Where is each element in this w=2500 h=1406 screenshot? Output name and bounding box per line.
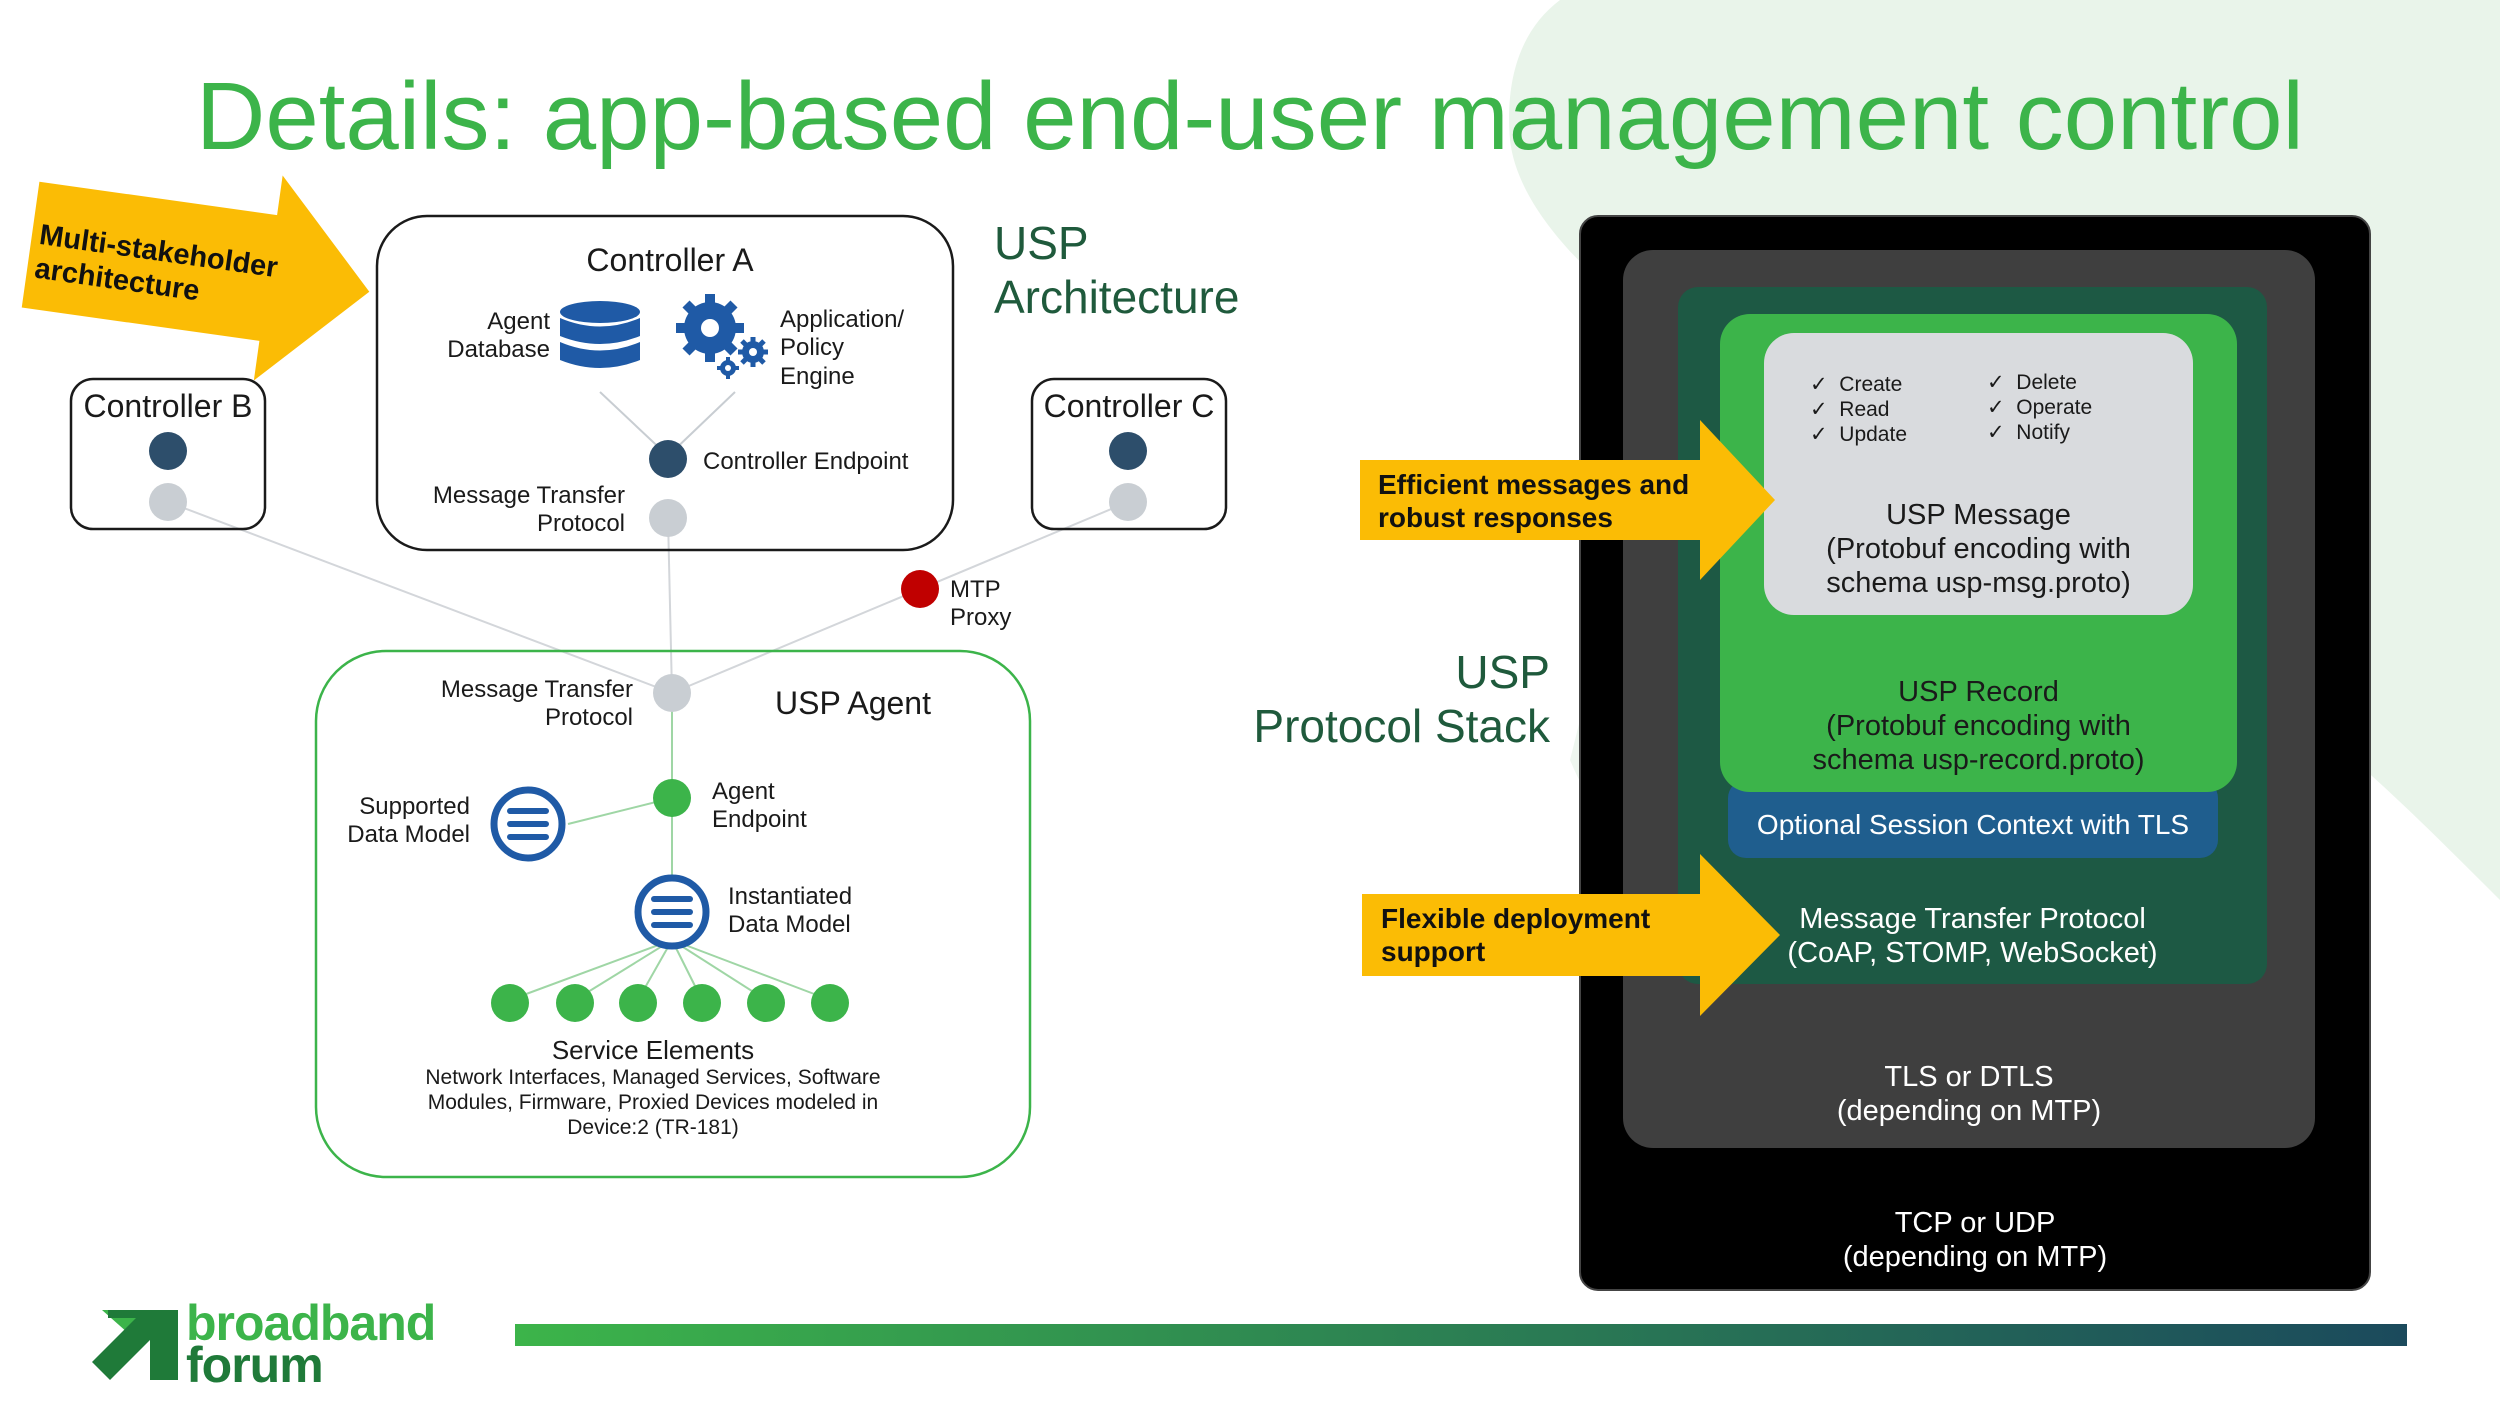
operation-item: ✓ Delete <box>1987 371 2077 394</box>
connector-lines <box>167 501 1129 694</box>
controller-endpoint-label: Controller Endpoint <box>703 448 909 475</box>
operation-item: ✓ Notify <box>1987 421 2070 444</box>
mtp-proxy-node <box>901 570 939 608</box>
agent-database-label: Agent Database <box>447 308 550 364</box>
stack-mtp-label: Message Transfer Protocol (CoAP, STOMP, … <box>1787 903 2158 970</box>
controller-a-mtp-label: Message Transfer Protocol <box>432 482 625 538</box>
controller-b-mtp <box>149 483 187 521</box>
agent-endpoint-node <box>653 779 691 817</box>
controller-c-box <box>1030 377 1228 531</box>
operations-left-list: ✓ Create ✓ Read ✓ Update <box>1810 372 1907 447</box>
agent-mtp-node <box>653 674 691 712</box>
operation-item: ✓ Create <box>1810 373 1903 396</box>
stack-tcp-label: TCP or UDP (depending on MTP) <box>1842 1207 2108 1274</box>
operations-right-list: ✓ Delete ✓ Operate ✓ Notify <box>1987 370 2092 445</box>
usp-record-label: USP Record (Protobuf encoding with schem… <box>1812 676 2145 777</box>
efficient-messages-arrow <box>1360 420 1775 580</box>
usp-agent-title: USP Agent <box>775 685 931 721</box>
stack-tls-label: TLS or DTLS (depending on MTP) <box>1836 1061 2102 1128</box>
service-elements-title: Service Elements <box>551 1035 755 1065</box>
app-policy-engine-label: Application/ Policy Engine <box>780 306 905 390</box>
controller-a-title: Controller A <box>586 242 754 278</box>
session-context-label: Optional Session Context with TLS <box>1756 809 2190 840</box>
operation-item: ✓ Read <box>1810 398 1890 421</box>
page-title: Details: app-based end-user management c… <box>196 63 2304 170</box>
controller-c-endpoint <box>1109 432 1147 470</box>
controller-c-title: Controller C <box>1043 388 1215 424</box>
data-model-icon <box>634 874 710 950</box>
controller-b-endpoint <box>149 432 187 470</box>
controller-b-title: Controller B <box>83 388 253 424</box>
data-model-icon <box>490 786 566 862</box>
architecture-heading: USP Architecture <box>994 217 1240 324</box>
controller-a-endpoint <box>649 440 687 478</box>
agent-mtp-label: Message Transfer Protocol <box>440 676 633 732</box>
controller-c-mtp <box>1109 483 1147 521</box>
controller-a-mtp <box>649 499 687 537</box>
gears-icon <box>676 294 768 379</box>
efficient-messages-callout: Efficient messages and robust responses <box>1378 469 1690 534</box>
instantiated-data-model-label: Instantiated Data Model <box>728 883 853 939</box>
broadband-forum-logo-mark <box>92 1310 178 1380</box>
supported-data-model-label: Supported Data Model <box>347 793 470 849</box>
mtp-proxy-label: MTP Proxy <box>950 576 1012 632</box>
stack-message-box <box>1764 333 2193 615</box>
logo-line-2: forum <box>186 1337 324 1393</box>
controller-a-box <box>375 214 955 552</box>
usp-agent-box <box>314 649 1032 1179</box>
flexible-deployment-callout: Flexible deployment support <box>1381 903 1651 968</box>
footer-bar <box>515 1324 2407 1346</box>
broadband-forum-logo: broadband forum <box>186 1295 436 1393</box>
protocol-stack-heading: USP Protocol Stack <box>1253 646 1550 753</box>
controller-b-box <box>69 377 267 531</box>
multi-stakeholder-arrow <box>21 175 370 381</box>
service-element-dots <box>491 984 849 1022</box>
database-icon <box>560 301 640 368</box>
operation-item: ✓ Operate <box>1987 396 2093 419</box>
logo-line-1: broadband <box>186 1295 436 1351</box>
usp-message-label: USP Message (Protobuf encoding with sche… <box>1826 499 2131 600</box>
service-elements-description: Network Interfaces, Managed Services, So… <box>425 1066 881 1139</box>
flexible-deployment-arrow <box>1362 854 1780 1016</box>
stack-session-box <box>1728 780 2218 858</box>
operation-item: ✓ Update <box>1810 423 1907 446</box>
agent-endpoint-label: Agent Endpoint <box>712 778 807 834</box>
